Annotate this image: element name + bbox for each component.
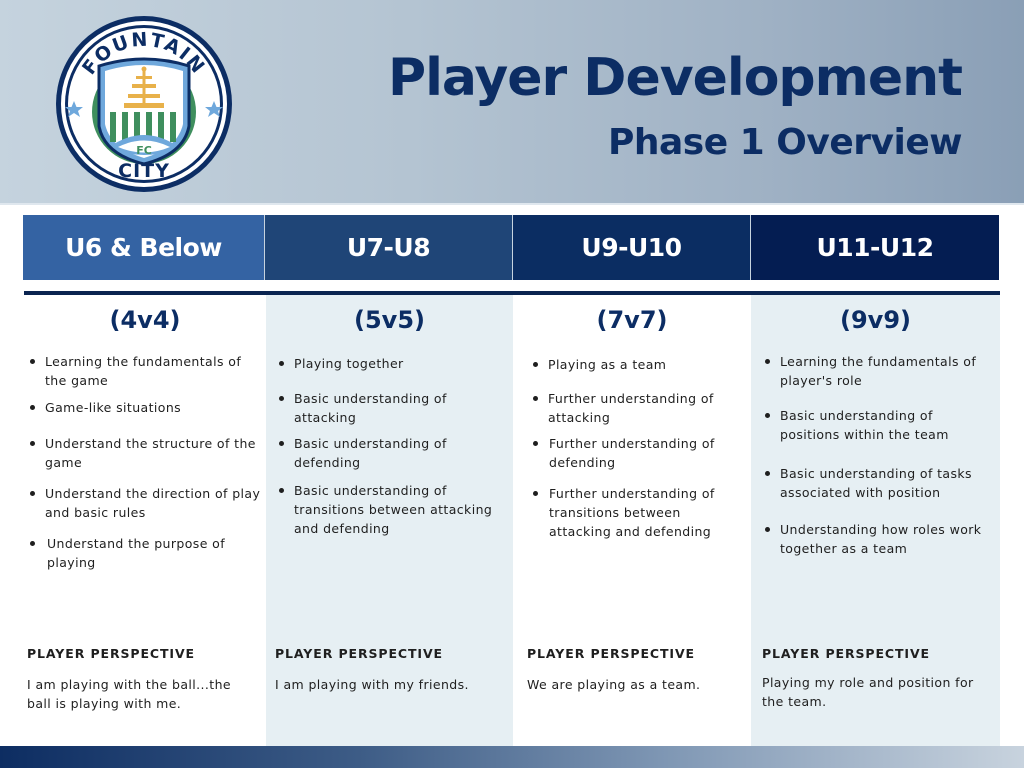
list-item: Playing together bbox=[276, 354, 506, 373]
list-item: Basic understanding of attacking bbox=[276, 389, 506, 427]
age-group-header-u6: U6 & Below bbox=[23, 215, 265, 280]
list-item: Understanding how roles work together as… bbox=[762, 520, 994, 558]
list-item: Understand the structure of the game bbox=[27, 434, 263, 472]
column-u11-u12-background bbox=[751, 294, 1000, 746]
player-perspective-text-u9-u10: We are playing as a team. bbox=[527, 677, 701, 692]
player-perspective-label-u7-u8: PLAYER PERSPECTIVE bbox=[275, 646, 443, 661]
age-group-header-u11-u12: U11-U12 bbox=[751, 215, 999, 280]
player-perspective-label-u6: PLAYER PERSPECTIVE bbox=[27, 646, 195, 661]
list-item: Game-like situations bbox=[27, 398, 263, 417]
list-item: Learning the fundamentals of player's ro… bbox=[762, 352, 994, 390]
game-format-u11-u12: (9v9) bbox=[840, 306, 911, 334]
list-item: Basic understanding of positions within … bbox=[762, 406, 994, 444]
header-divider bbox=[24, 291, 1000, 295]
list-item: Basic understanding of transitions betwe… bbox=[276, 481, 506, 538]
footer-gradient-bar bbox=[0, 746, 1024, 768]
page-title: Player Development bbox=[387, 48, 963, 108]
header-banner: FOUNTAIN FC CITY Player Development Phas… bbox=[0, 0, 1024, 205]
player-perspective-text-u11-u12: Playing my role and position for the tea… bbox=[762, 675, 974, 709]
list-item: Playing as a team bbox=[530, 355, 745, 374]
list-item: Understand the direction of play and bas… bbox=[27, 484, 263, 522]
list-item: Further understanding of transitions bet… bbox=[530, 484, 745, 541]
age-group-header-u7-u8: U7-U8 bbox=[265, 215, 513, 280]
list-item: Basic understanding of defending bbox=[276, 434, 506, 472]
svg-text:FC: FC bbox=[136, 144, 152, 157]
player-perspective-label-u9-u10: PLAYER PERSPECTIVE bbox=[527, 646, 695, 661]
game-format-u9-u10: (7v7) bbox=[596, 306, 668, 334]
player-perspective-text-u6: I am playing with the ball...the ball is… bbox=[27, 677, 231, 711]
list-item: Understand the purpose of playing bbox=[27, 534, 263, 572]
player-perspective-label-u11-u12: PLAYER PERSPECTIVE bbox=[762, 646, 930, 661]
player-perspective-text-u7-u8: I am playing with my friends. bbox=[275, 677, 469, 692]
list-item: Basic understanding of tasks associated … bbox=[762, 464, 994, 502]
age-group-header-u9-u10: U9-U10 bbox=[513, 215, 751, 280]
goals-list-u11-u12: Learning the fundamentals of player's ro… bbox=[762, 352, 994, 558]
list-item: Learning the fundamentals of the game bbox=[27, 352, 263, 390]
column-u7-u8-background bbox=[266, 294, 513, 746]
fountain-city-fc-logo-icon: FOUNTAIN FC CITY bbox=[56, 16, 232, 192]
goals-list-u9-u10: Playing as a team Further understanding … bbox=[530, 355, 745, 541]
goals-list-u7-u8: Playing together Basic understanding of … bbox=[276, 354, 506, 538]
goals-list-u6: Learning the fundamentals of the game Ga… bbox=[27, 352, 263, 572]
svg-text:CITY: CITY bbox=[118, 160, 170, 182]
page-subtitle: Phase 1 Overview bbox=[608, 122, 963, 163]
game-format-u7-u8: (5v5) bbox=[354, 306, 425, 334]
list-item: Further understanding of attacking bbox=[530, 389, 745, 427]
list-item: Further understanding of defending bbox=[530, 434, 745, 472]
game-format-u6: (4v4) bbox=[109, 306, 181, 334]
